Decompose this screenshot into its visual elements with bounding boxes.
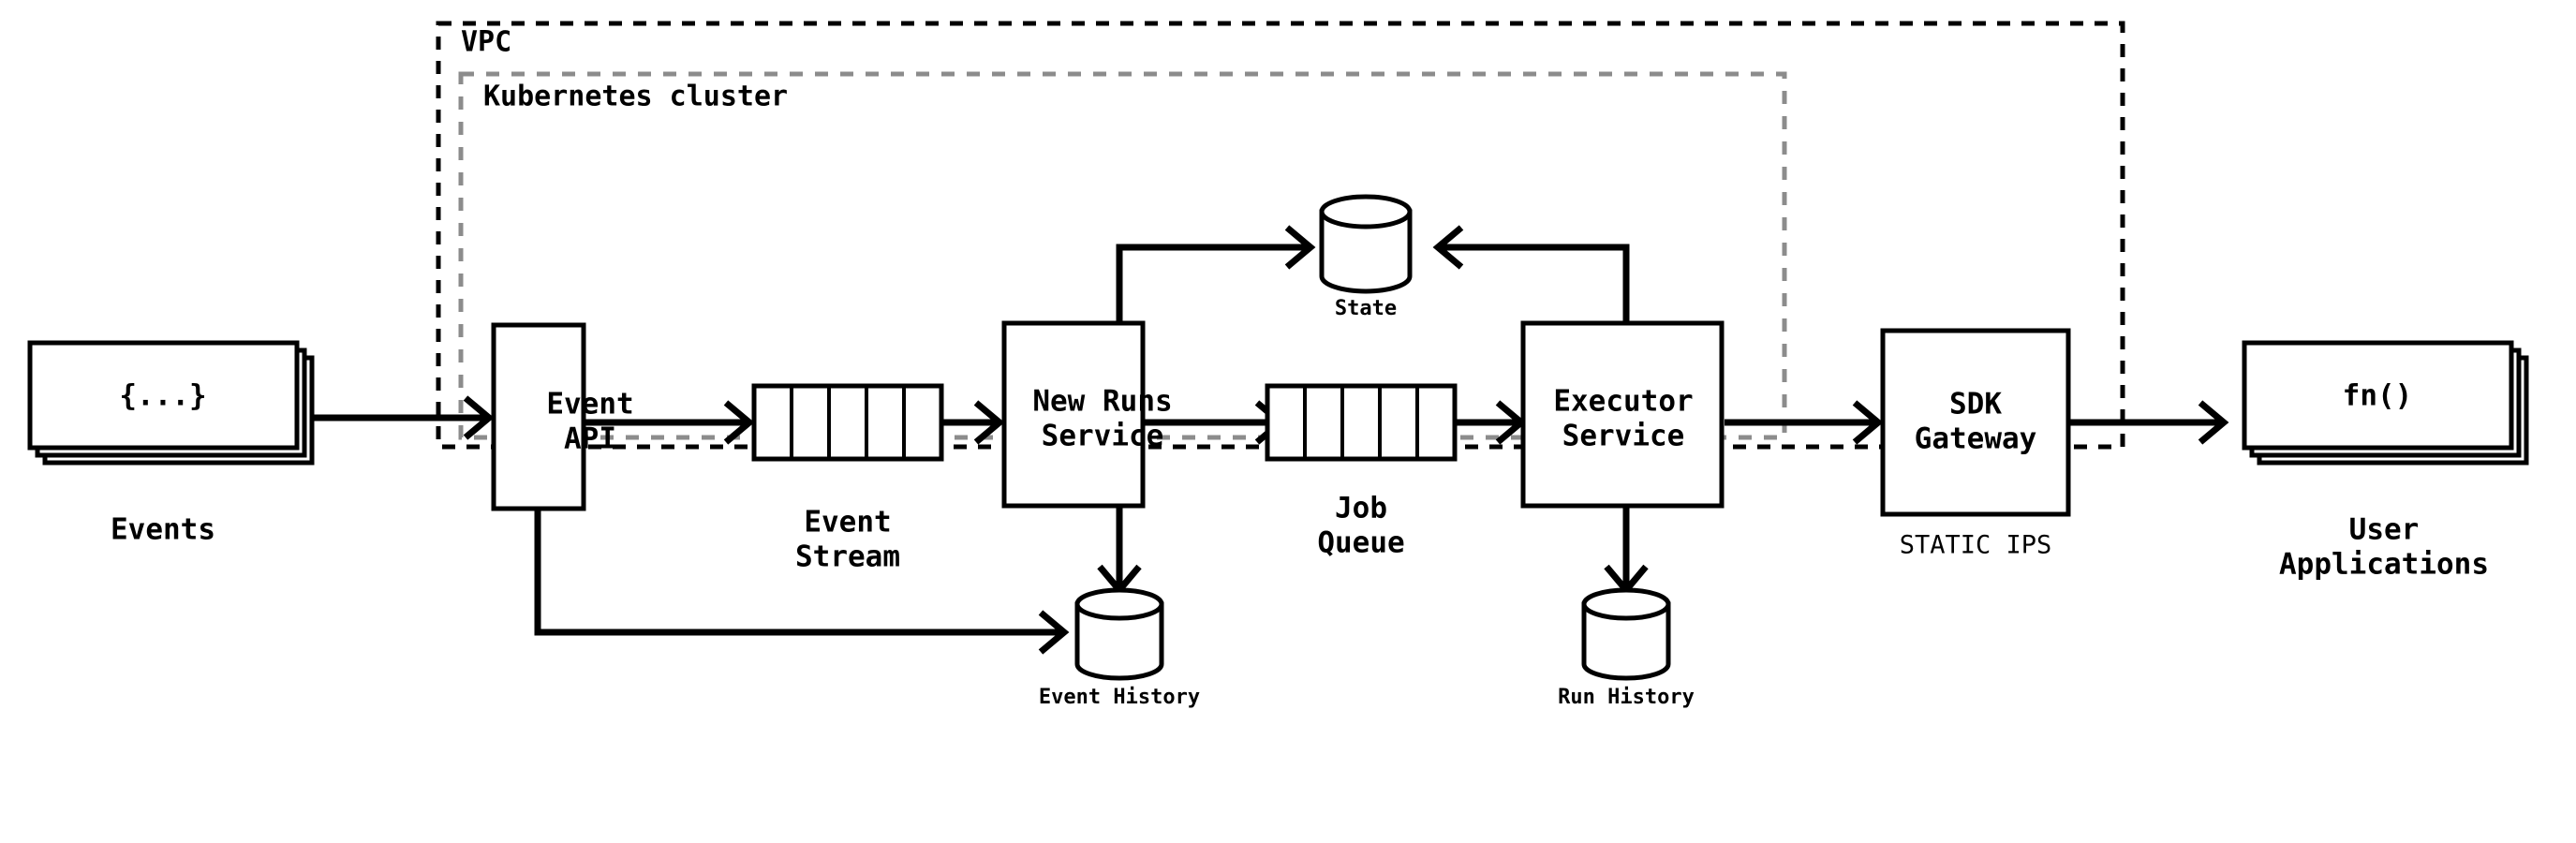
executor-service-label-line1: Executor — [1553, 385, 1693, 419]
edge-executor-service-to-run-history — [1604, 506, 1649, 596]
sdk-gateway-label-line1: SDK — [1949, 388, 2002, 422]
edge-executor-service-to-sdk-gateway — [1725, 400, 1884, 445]
event-stream-caption-line1: Event — [804, 506, 891, 540]
edge-new-runs-service-to-state — [1116, 225, 1316, 323]
run-history-caption: Run History — [1558, 686, 1695, 709]
kubernetes-cluster-boundary — [458, 71, 1787, 440]
edge-event-api-to-event-history — [534, 509, 1070, 655]
new-runs-service-node[interactable]: New Runs Service — [1001, 320, 1173, 509]
edge-event-stream-to-new-runs-service — [943, 400, 1005, 445]
sdk-gateway-node[interactable]: SDK Gateway — [1880, 328, 2071, 517]
event-stream-node[interactable] — [751, 383, 944, 462]
edge-executor-service-to-state — [1432, 225, 1630, 323]
user-applications-node[interactable]: fn() — [2242, 340, 2529, 466]
edge-sdk-gateway-to-user-applications — [2070, 400, 2229, 445]
new-runs-service-label-line2: Service — [1042, 420, 1164, 453]
run-history-node[interactable] — [1581, 587, 1671, 681]
executor-service-node[interactable]: Executor Service — [1520, 320, 1725, 509]
user-applications-caption-line1: User — [2349, 513, 2420, 547]
vpc-label: VPC — [461, 26, 511, 59]
event-api-label-line2: API — [564, 422, 616, 456]
event-api-node[interactable]: Event API — [491, 322, 634, 511]
event-history-node[interactable] — [1074, 587, 1164, 681]
event-stream-caption-line2: Stream — [795, 540, 900, 574]
job-queue-caption-line1: Job — [1335, 492, 1387, 525]
state-node[interactable] — [1319, 194, 1413, 294]
edge-event-api-to-event-stream — [585, 400, 755, 445]
events-caption: Events — [111, 513, 215, 547]
kubernetes-cluster-label: Kubernetes cluster — [483, 81, 788, 113]
user-applications-caption-line2: Applications — [2279, 548, 2489, 582]
executor-service-label-line2: Service — [1562, 420, 1685, 453]
job-queue-caption-line2: Queue — [1317, 526, 1404, 560]
events-label: {...} — [119, 379, 206, 413]
job-queue-node[interactable] — [1265, 383, 1458, 462]
sdk-gateway-caption: STATIC IPS — [1900, 531, 2052, 560]
edge-new-runs-service-to-event-history — [1097, 506, 1142, 596]
event-api-label-line1: Event — [546, 388, 633, 422]
events-node[interactable]: {...} — [27, 340, 315, 466]
event-history-caption: Event History — [1039, 686, 1200, 709]
user-applications-label: fn() — [2343, 379, 2413, 413]
sdk-gateway-label-line2: Gateway — [1915, 422, 2037, 456]
state-caption: State — [1335, 297, 1397, 320]
new-runs-service-label-line1: New Runs — [1032, 385, 1172, 419]
